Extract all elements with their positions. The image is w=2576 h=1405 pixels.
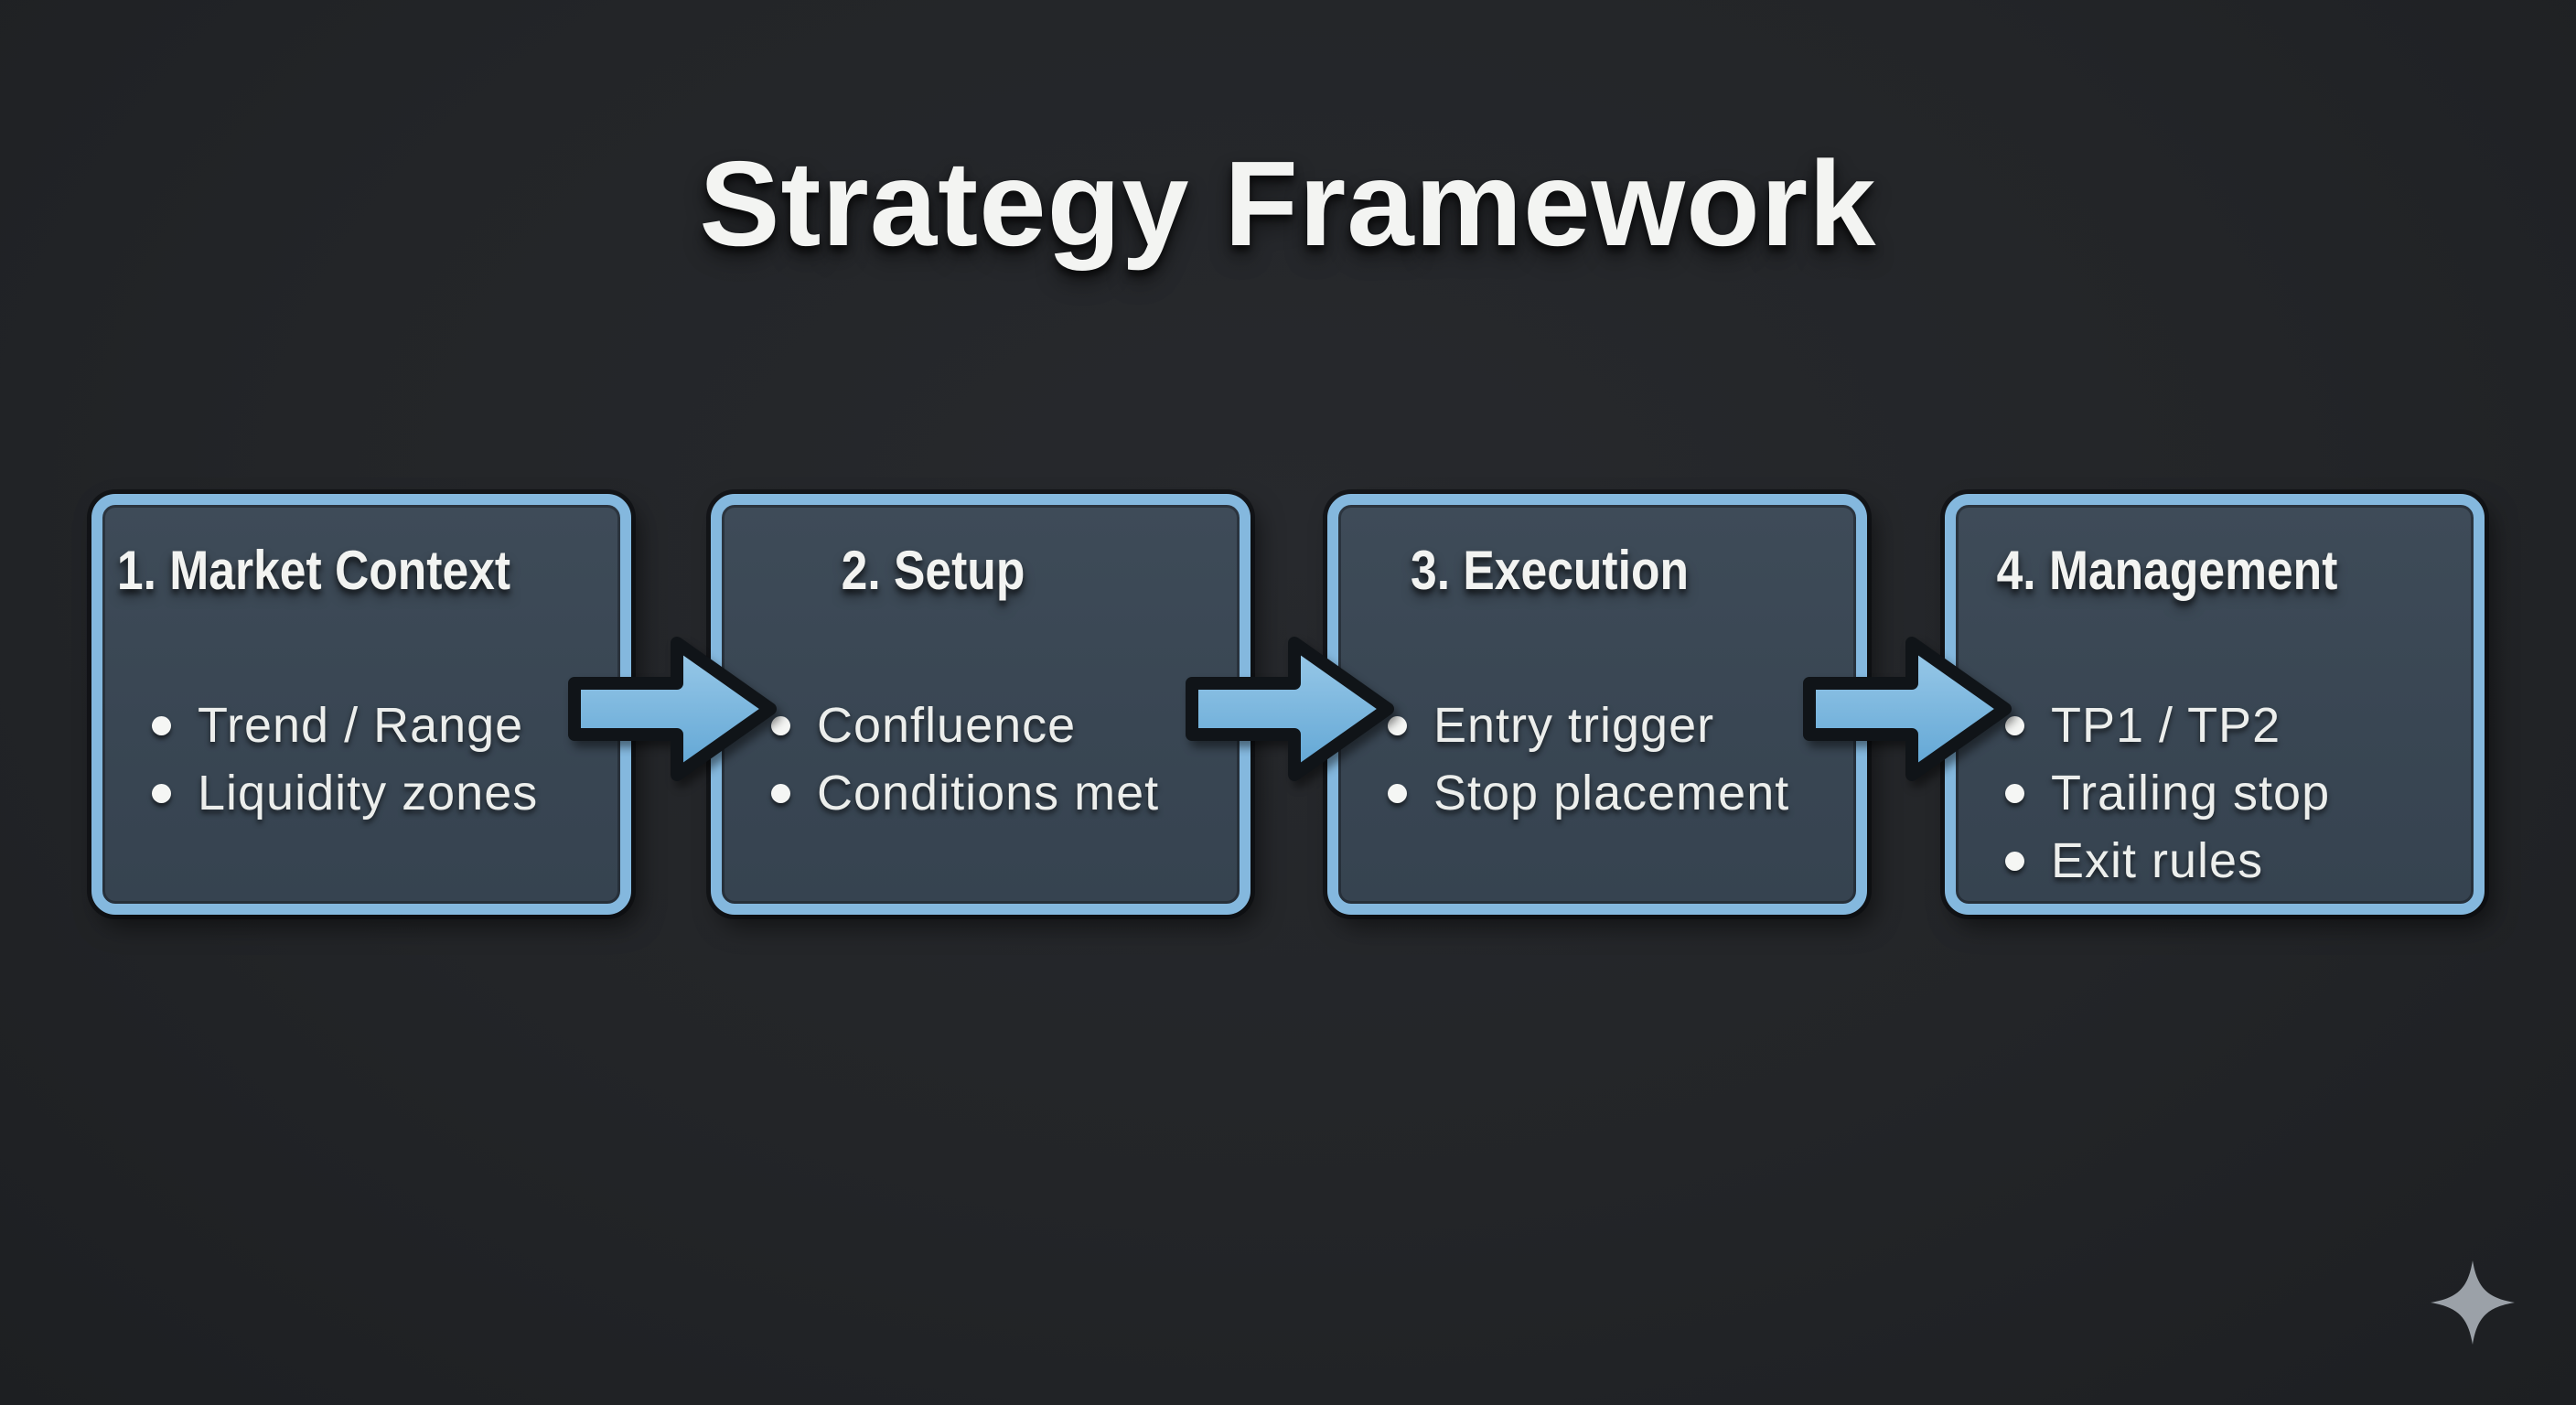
bullet-dot-icon: [2005, 852, 2024, 871]
bullet-dot-icon: [2005, 716, 2024, 735]
bullet-dot-icon: [1388, 784, 1407, 803]
sparkle-icon: [2431, 1260, 2515, 1345]
step-bullet-list: Confluence Conditions met: [722, 692, 1240, 827]
step-bullet-list: Entry trigger Stop placement: [1338, 692, 1856, 827]
bullet-item: Confluence: [722, 692, 1240, 759]
bullet-label: Exit rules: [2051, 833, 2264, 888]
bullet-item: Liquidity zones: [102, 759, 620, 827]
bullet-label: TP1 / TP2: [2051, 698, 2281, 753]
bullet-label: Confluence: [817, 698, 1077, 753]
step-card: 4. Management TP1 / TP2 Trailing stop Ex…: [1945, 494, 2485, 915]
bullet-item: Entry trigger: [1338, 692, 1856, 759]
bullet-item: Trailing stop: [1956, 759, 2474, 827]
bullet-item: Stop placement: [1338, 759, 1856, 827]
step-title: 1. Market Context: [116, 540, 511, 601]
bullet-dot-icon: [771, 716, 790, 735]
bullet-label: Liquidity zones: [198, 766, 539, 820]
step-title: 3. Execution: [1411, 540, 1689, 601]
step-title: 2. Setup: [841, 540, 1025, 601]
bullet-label: Trailing stop: [2051, 766, 2331, 820]
step-bullet-list: Trend / Range Liquidity zones: [102, 692, 620, 827]
step-card: 2. Setup Confluence Conditions met: [711, 494, 1250, 915]
bullet-label: Conditions met: [817, 766, 1160, 820]
step-title: 4. Management: [1996, 540, 2338, 601]
bullet-item: Trend / Range: [102, 692, 620, 759]
step-card: 3. Execution Entry trigger Stop placemen…: [1327, 494, 1867, 915]
bullet-item: Exit rules: [1956, 827, 2474, 895]
bullet-label: Entry trigger: [1433, 698, 1715, 753]
page-title: Strategy Framework: [699, 136, 1877, 271]
bullet-label: Trend / Range: [198, 698, 524, 753]
step-bullet-list: TP1 / TP2 Trailing stop Exit rules: [1956, 692, 2474, 895]
bullet-dot-icon: [152, 716, 171, 735]
bullet-item: Conditions met: [722, 759, 1240, 827]
bullet-dot-icon: [1388, 716, 1407, 735]
step-card: 1. Market Context Trend / Range Liquidit…: [91, 494, 631, 915]
bullet-label: Stop placement: [1433, 766, 1790, 820]
bullet-dot-icon: [2005, 784, 2024, 803]
bullet-dot-icon: [152, 784, 171, 803]
bullet-item: TP1 / TP2: [1956, 692, 2474, 759]
bullet-dot-icon: [771, 784, 790, 803]
